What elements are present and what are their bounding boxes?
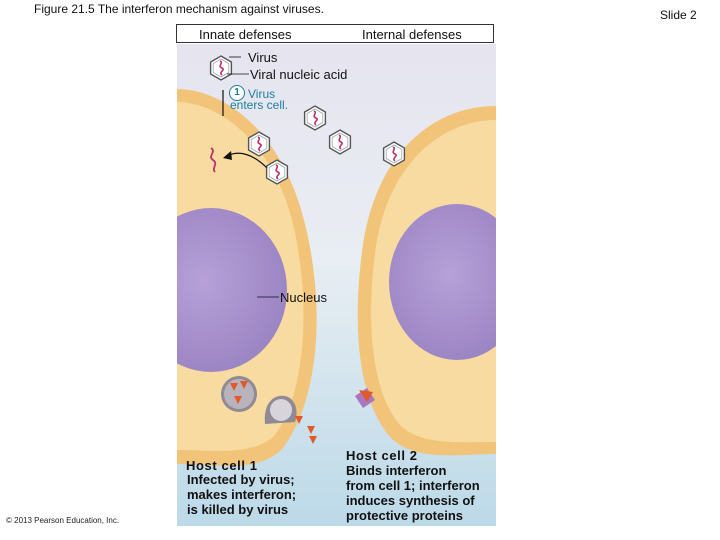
virus-capsid-icon: [211, 56, 232, 80]
virus-capsid-icon: [267, 160, 288, 184]
internal-defenses-label: Internal defenses: [362, 27, 462, 42]
host-cell-2-desc-1: Binds interferon: [346, 463, 446, 478]
copyright-notice: © 2013 Pearson Education, Inc.: [6, 516, 119, 525]
host-cell-2-desc-2: from cell 1; interferon: [346, 478, 480, 493]
virus-capsid-icon: [305, 106, 326, 130]
figure-title: Figure 21.5 The interferon mechanism aga…: [34, 2, 324, 16]
viral-nucleic-acid-label: Viral nucleic acid: [250, 67, 347, 82]
virus-capsid-icon: [330, 130, 351, 154]
host-cell-2-desc-3: induces synthesis of: [346, 493, 475, 508]
innate-defenses-label: Innate defenses: [199, 27, 292, 42]
host-cell-2-title: Host cell 2: [346, 448, 418, 463]
interferon-illustration: [177, 44, 496, 526]
virus-capsid-icon: [249, 132, 270, 156]
host-cell-2-desc-4: protective proteins: [346, 508, 463, 523]
host-cell-1-title: Host cell 1: [186, 458, 258, 473]
nucleus-label: Nucleus: [280, 290, 327, 305]
slide-number: Slide 2: [660, 8, 697, 22]
host-cell-1-desc-3: is killed by virus: [187, 502, 288, 517]
host-cell-1-desc-1: Infected by virus;: [187, 472, 295, 487]
virus-capsid-icon: [384, 142, 405, 166]
host-cell-1-desc-2: makes interferon;: [187, 487, 296, 502]
virus-label: Virus: [248, 50, 277, 65]
step-1-line-2: enters cell.: [230, 99, 288, 111]
